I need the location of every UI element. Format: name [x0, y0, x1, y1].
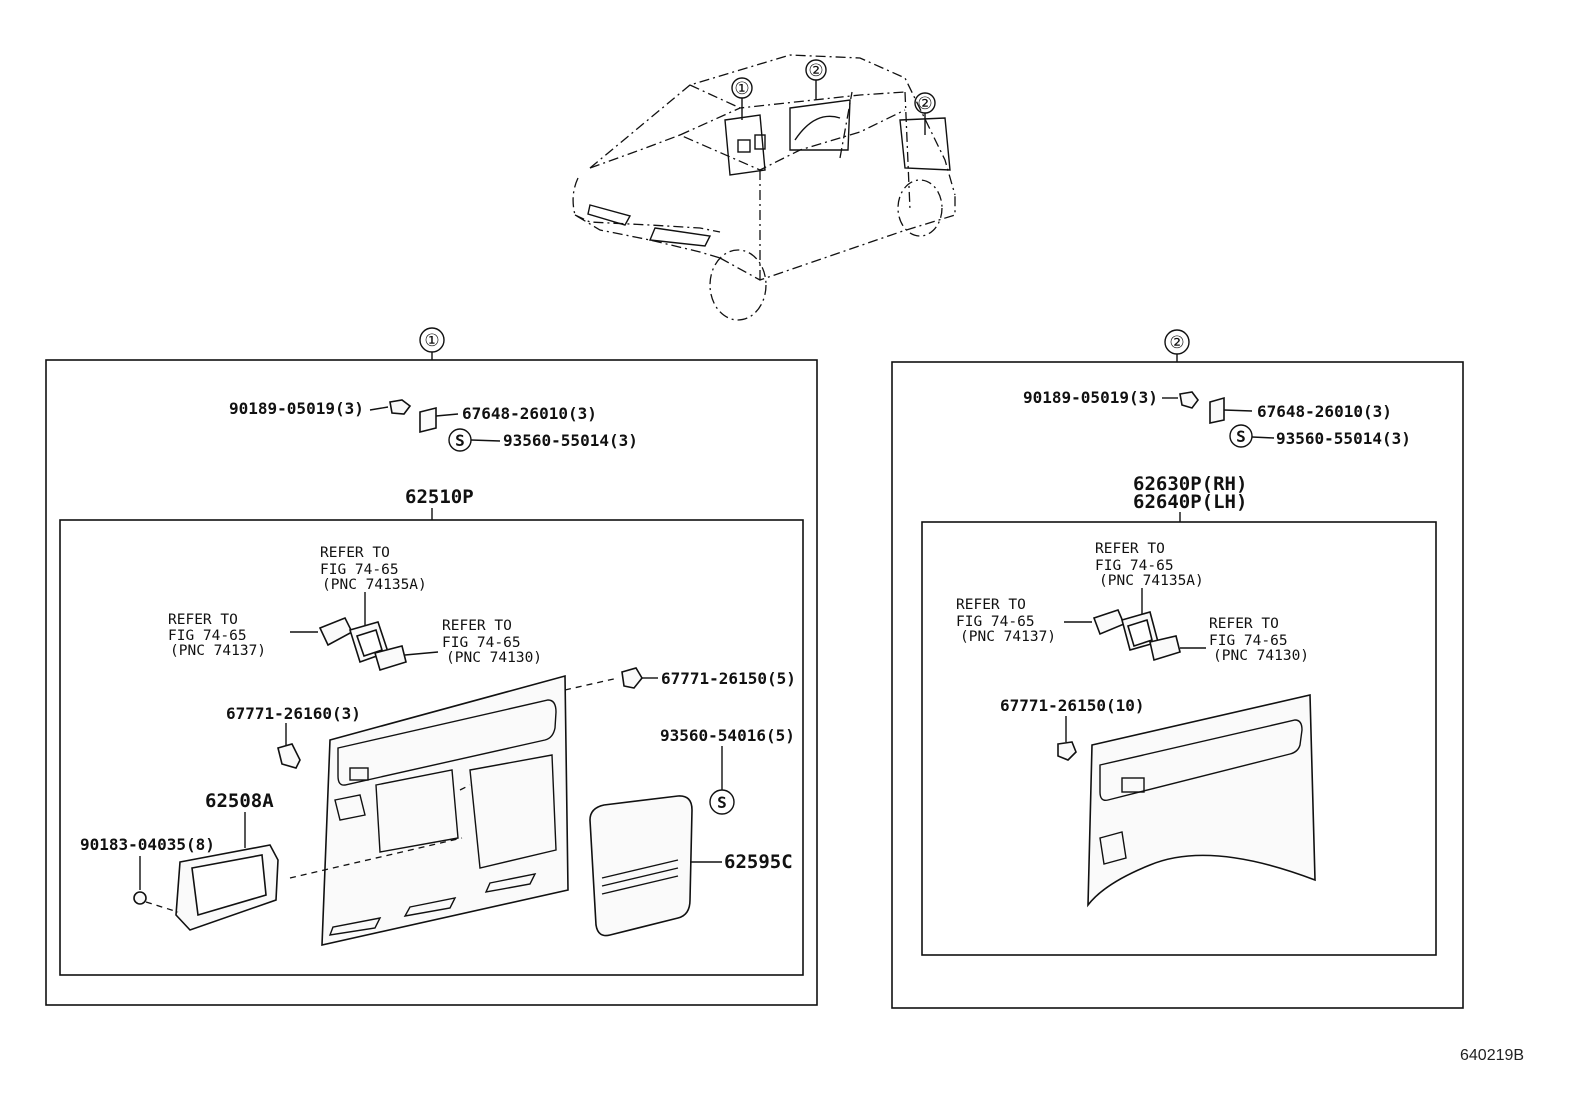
part-62508a: 62508A [205, 790, 274, 812]
assembly-62640p: 62640P(LH) [1133, 491, 1247, 513]
ref-74130-l3: (PNC 74130) [446, 650, 542, 666]
door-trim-panel [321, 674, 569, 947]
ref2-74130-l2: FIG 74-65 [1209, 633, 1288, 649]
section-1-frame [45, 359, 818, 1006]
s-mark: S [455, 431, 465, 450]
ref-74130-l1: REFER TO [442, 618, 512, 634]
assembly-62630p: 62630P(RH) [1133, 473, 1247, 495]
ref-74137-l1: REFER TO [168, 612, 238, 628]
s-mark-2: S [1236, 427, 1246, 446]
ref2-74135a-l1: REFER TO [1095, 541, 1165, 557]
ref-74137-l3: (PNC 74137) [170, 643, 266, 659]
overview-marker-2b: ② [917, 94, 932, 114]
section-2-label: ② [1169, 333, 1184, 353]
overview-marker-2a: ② [808, 61, 823, 81]
overview-marker-1: ① [734, 79, 749, 99]
ref-74137-l2: FIG 74-65 [168, 628, 247, 644]
section-2: ② 90189-05019(3) 67648-26010(3) S 93560-… [891, 329, 1464, 1009]
part2-90189-05019: 90189-05019(3) [1023, 388, 1158, 407]
diagram-code: 640219B [1460, 1047, 1524, 1064]
part-62595c: 62595C [724, 851, 793, 873]
part-67771-26160: 67771-26160(3) [226, 704, 361, 723]
ref2-74137-l1: REFER TO [956, 597, 1026, 613]
section-1-label: ① [424, 331, 439, 351]
ref2-74137-l2: FIG 74-65 [956, 614, 1035, 630]
ref-74135a-l3: (PNC 74135A) [322, 577, 427, 593]
ref2-74135a-l3: (PNC 74135A) [1099, 573, 1204, 589]
part-90189-05019: 90189-05019(3) [229, 399, 364, 418]
s-screw-mark: S [717, 793, 727, 812]
ref2-74135a-l2: FIG 74-65 [1095, 558, 1174, 574]
part-93560-54016: 93560-54016(5) [660, 726, 795, 745]
assembly-62630p-frame [921, 521, 1437, 956]
ref-74135a-l1: REFER TO [320, 545, 390, 561]
quarter-trim-panel [1087, 694, 1316, 908]
ref2-74137-l3: (PNC 74137) [960, 629, 1056, 645]
pad-62595c [589, 795, 693, 937]
ref2-74130-l3: (PNC 74130) [1213, 648, 1309, 664]
ref2-74130-l1: REFER TO [1209, 616, 1279, 632]
part-93560-55014: 93560-55014(3) [503, 431, 638, 450]
part2-67771-26150: 67771-26150(10) [1000, 696, 1145, 715]
ref-74130-l2: FIG 74-65 [442, 635, 521, 651]
vehicle-overview: ① ② ② [572, 54, 956, 321]
part2-93560-55014: 93560-55014(3) [1276, 429, 1411, 448]
part2-67648-26010: 67648-26010(3) [1257, 402, 1392, 421]
section-1: ① 90189-05019(3) 67648-26010(3) S 93560-… [45, 327, 818, 1006]
part-67648-26010: 67648-26010(3) [462, 404, 597, 423]
assembly-62510p: 62510P [405, 486, 474, 508]
section-2-frame [891, 361, 1464, 1009]
ref-74135a-l2: FIG 74-65 [320, 562, 399, 578]
part-67771-26150: 67771-26150(5) [661, 669, 796, 688]
part-90183-04035: 90183-04035(8) [80, 835, 215, 854]
